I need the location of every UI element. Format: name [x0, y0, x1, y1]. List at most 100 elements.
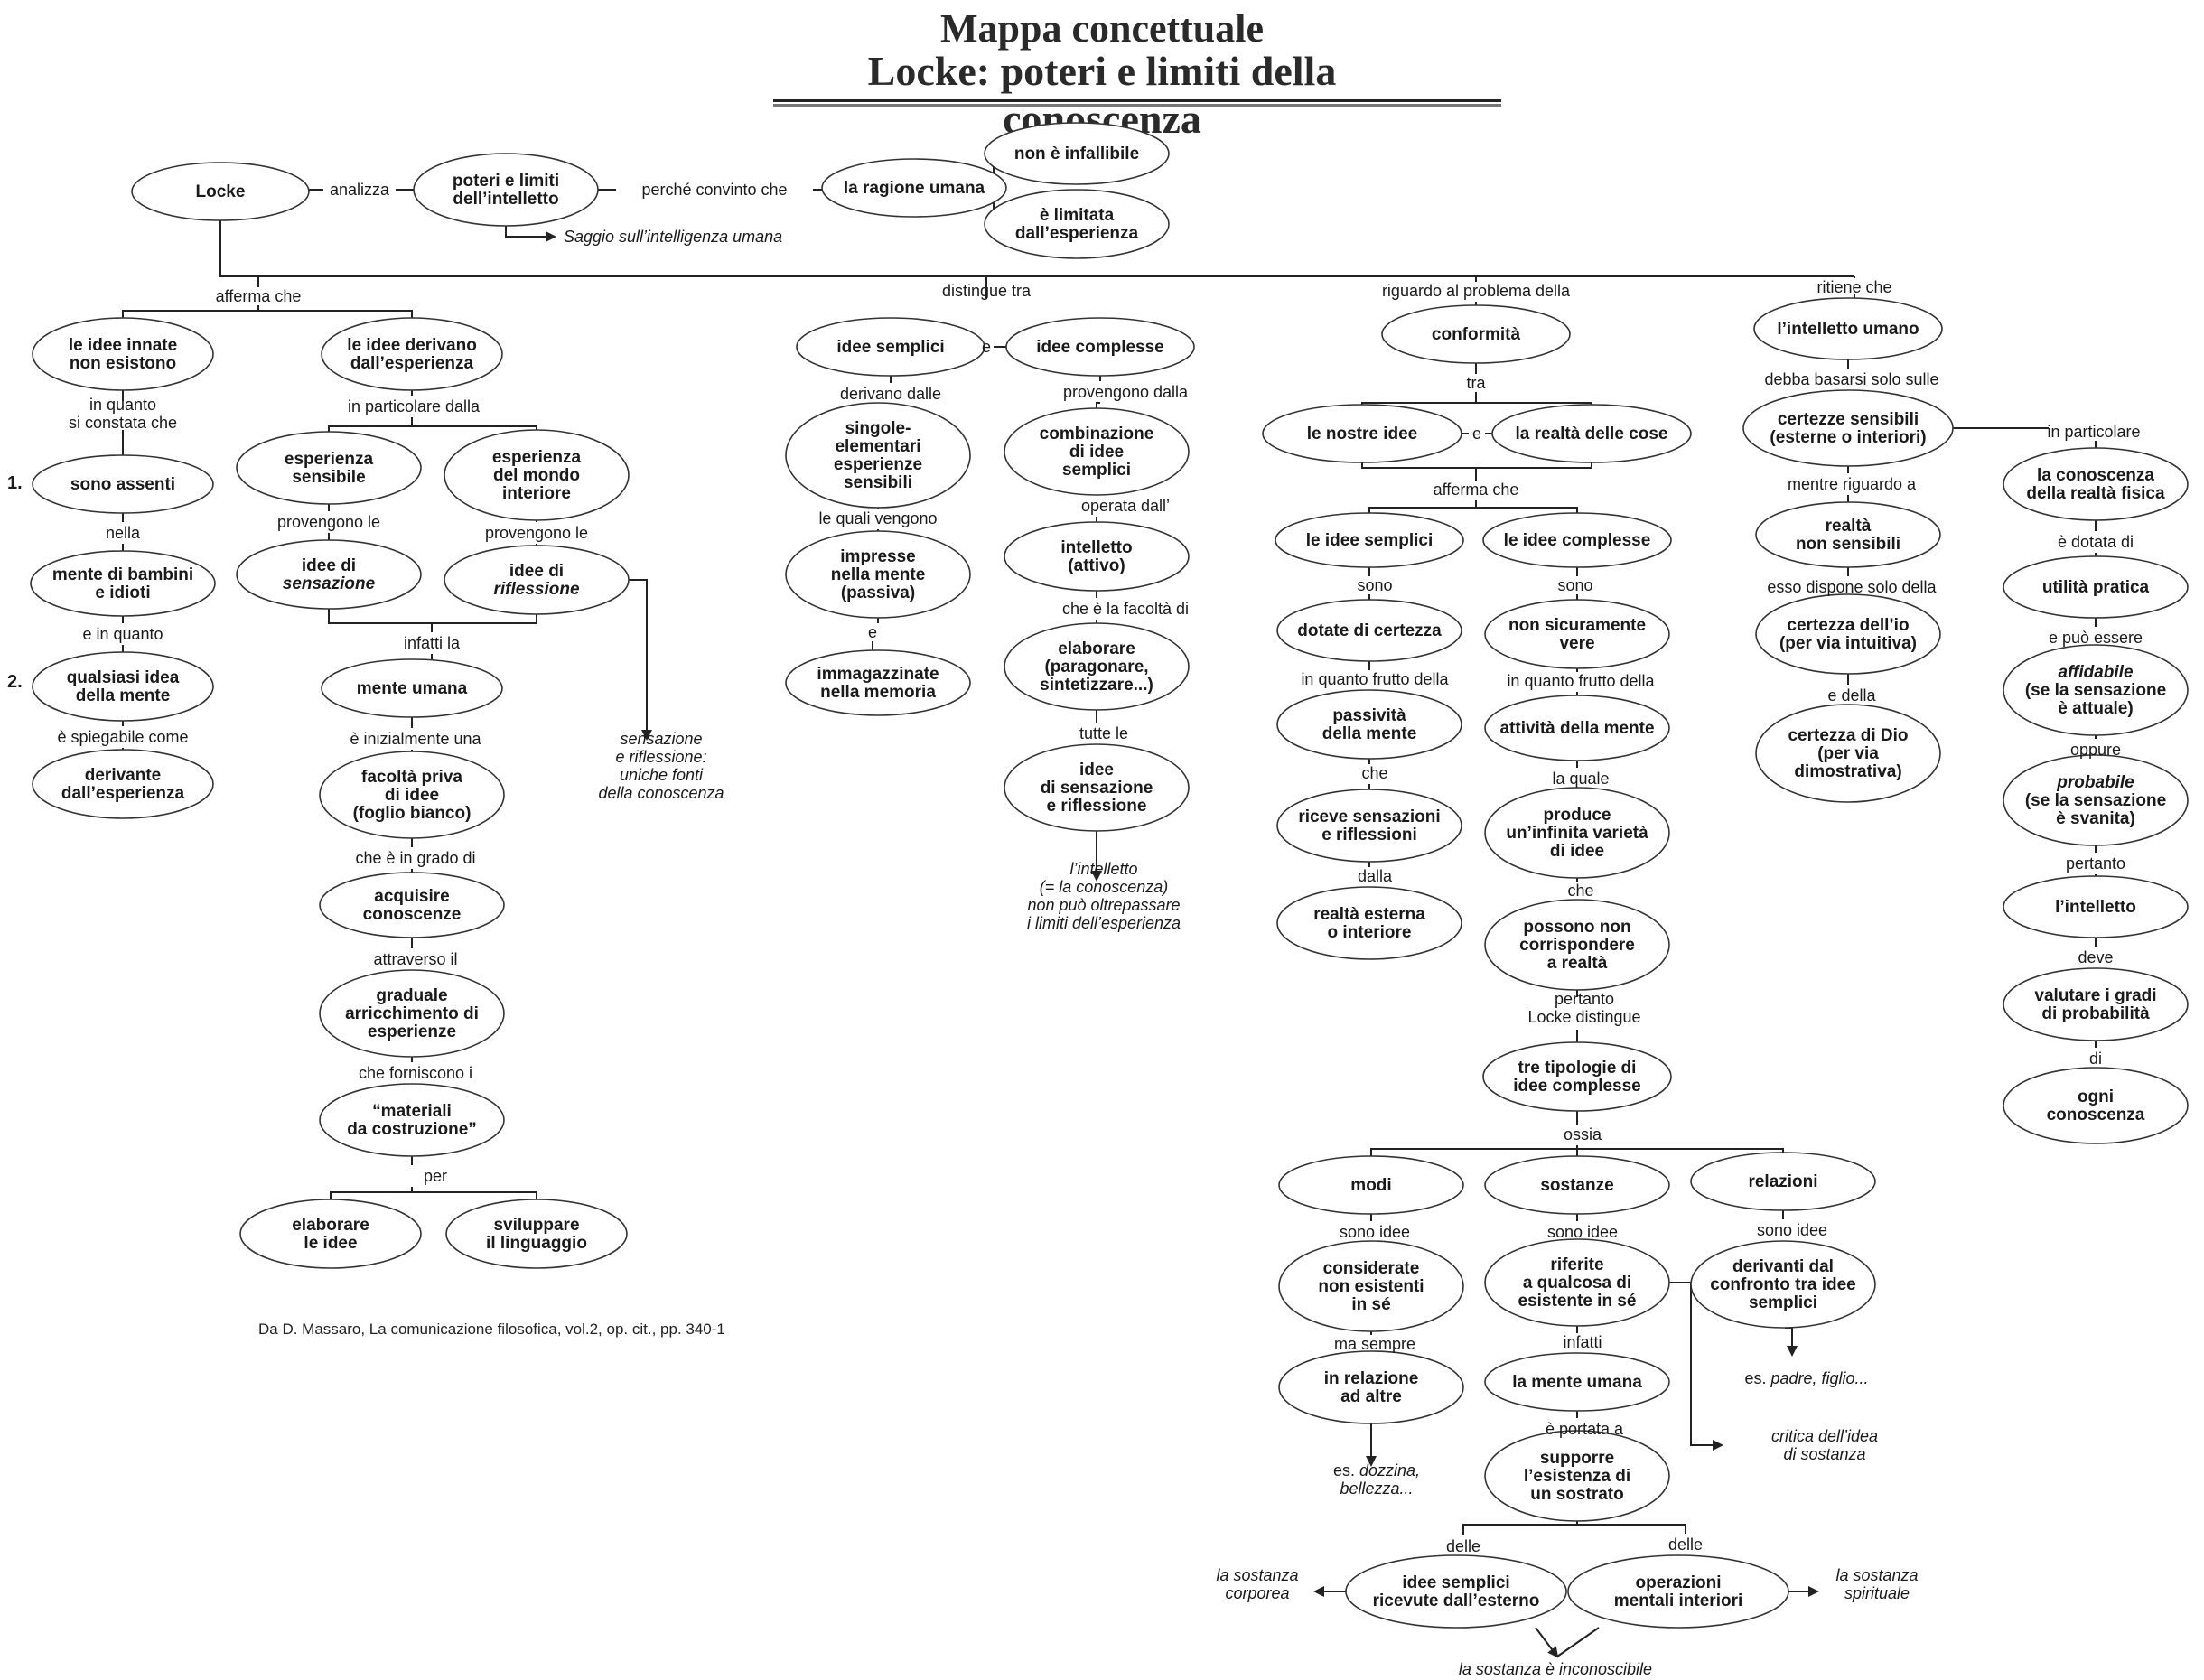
- connector-line: [1577, 1148, 1784, 1153]
- concept-node-conformita: conformità: [1381, 304, 1571, 364]
- node-ellipse: [1742, 389, 1954, 467]
- connector-arrow: [1535, 1627, 1559, 1658]
- concept-node-ragione: la ragione umana: [821, 158, 1007, 218]
- link-label-l_provengonodalla: provengono dalla: [1063, 383, 1189, 401]
- concept-node-realta: la realtà delle cose: [1491, 404, 1692, 463]
- node-ellipse: [1484, 1238, 1670, 1327]
- node-label: Locke: [196, 182, 246, 201]
- concept-node-attivita: attività della mente: [1484, 695, 1670, 761]
- link-label-l_portata: è portata a: [1546, 1420, 1624, 1438]
- link-label-l_e1: e: [982, 338, 991, 356]
- node-label: idee complesse: [1036, 338, 1164, 357]
- link-label-l_e2: e: [868, 623, 877, 641]
- connector-line: [1361, 462, 1592, 469]
- node-ellipse: [1690, 1152, 1876, 1211]
- connector-arrow: [1785, 1327, 1798, 1357]
- node-ellipse: [1753, 297, 1943, 360]
- concept-node-locke: Locke: [131, 162, 310, 221]
- connector-line: [1556, 1627, 1600, 1657]
- node-ellipse: [321, 317, 503, 391]
- connector-line: [330, 1187, 413, 1199]
- link-label-l_che1: che: [1361, 764, 1387, 782]
- link-label-l_dalla: dalla: [1358, 867, 1393, 885]
- link-label-l_operata: operata dall’: [1081, 497, 1170, 515]
- link-label-l_frutto1: in quanto frutto della: [1301, 670, 1449, 688]
- link-label-l_mentre: mentre riguardo a: [1788, 475, 1917, 493]
- connector-line: [1577, 1524, 1686, 1534]
- node-ellipse: [785, 649, 971, 716]
- node-ellipse: [131, 162, 310, 221]
- node-ellipse: [32, 749, 214, 819]
- link-label-l_ossia: ossia: [1564, 1125, 1602, 1143]
- link-label-l_afferma: afferma che: [216, 287, 302, 305]
- node-label: certezza dell’io(per via intuitiva): [1779, 616, 1917, 653]
- node-ellipse: [1484, 695, 1670, 761]
- link-label-l_inparticolare2: in particolare: [2047, 423, 2140, 441]
- node-ellipse: [319, 969, 505, 1058]
- node-ellipse: [984, 189, 1170, 259]
- concept-node-intelletto2: l’intelletto umano: [1753, 297, 1943, 360]
- node-ellipse: [239, 1199, 422, 1269]
- node-ellipse: [32, 317, 214, 391]
- node-ellipse: [1567, 1554, 1789, 1629]
- link-label-l_infatti2: infatti: [1563, 1333, 1602, 1351]
- link-label-l_distingue: distingue tra: [942, 282, 1032, 300]
- link-label-l_oppure: oppure: [2070, 741, 2121, 759]
- node-ellipse: [1755, 704, 1941, 803]
- link-label-l_attraverso: attraverso il: [373, 950, 457, 968]
- map-title: Mappa concettuale: [939, 6, 1265, 51]
- concept-node-sostanze: sostanze: [1484, 1155, 1670, 1215]
- link-label-l_sonoidee2: sono idee: [1547, 1223, 1618, 1241]
- node-ellipse: [1276, 599, 1462, 662]
- node-label: non è infallibile: [1014, 145, 1139, 163]
- concept-node-modi: modi: [1278, 1155, 1464, 1215]
- node-ellipse: [445, 1199, 628, 1269]
- node-label: utilità pratica: [2042, 578, 2150, 597]
- node-ellipse: [1484, 1352, 1670, 1412]
- link-label-l_ingrado: che è in grado di: [355, 849, 475, 867]
- node-ellipse: [1005, 317, 1195, 377]
- node-ellipse: [319, 872, 505, 938]
- connector-arrow: [505, 226, 556, 242]
- link-label-l_qualivengono: le quali vengono: [818, 509, 937, 527]
- node-ellipse: [796, 317, 985, 377]
- node-ellipse: [413, 153, 599, 227]
- link-label-l_pertanto2: pertanto: [2066, 854, 2125, 873]
- node-ellipse: [1004, 521, 1190, 592]
- node-ellipse: [984, 122, 1170, 185]
- node-ellipse: [1381, 304, 1571, 364]
- concept-node-elaborare2: elaborare(paragonare,sintetizzare...): [1004, 622, 1190, 711]
